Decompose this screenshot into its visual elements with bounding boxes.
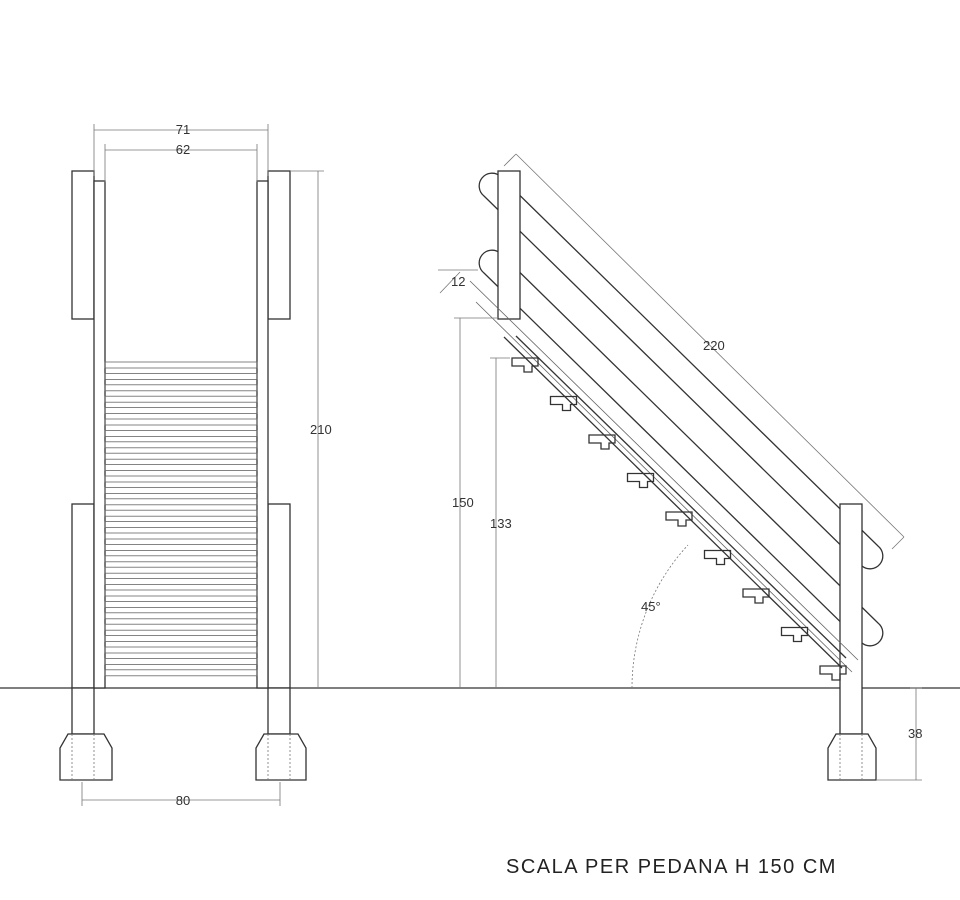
- front-tread: [104, 486, 258, 494]
- dim-angle: 45°: [631, 544, 689, 689]
- front-tread: [104, 464, 258, 472]
- front-handrail-lower-right: [267, 503, 291, 689]
- front-tread: [104, 532, 258, 540]
- front-tread: [104, 452, 258, 460]
- front-tread: [104, 612, 258, 620]
- front-handrail-upper-left: [71, 170, 95, 320]
- dim-inner-width: 62: [104, 142, 258, 182]
- side-step-bracket: [665, 511, 693, 527]
- dim-length-label: 220: [703, 338, 725, 353]
- front-footing-right: [255, 733, 307, 781]
- dim-rail-offset: 12: [438, 269, 478, 294]
- front-tread: [104, 646, 258, 654]
- side-step-bracket: [588, 434, 616, 450]
- front-tread: [104, 578, 258, 585]
- front-view: 71 62 210 80: [59, 122, 332, 808]
- front-treads: [104, 361, 258, 677]
- dim-footing-depth: 38: [876, 687, 922, 781]
- dim-angle-label: 45°: [641, 599, 661, 614]
- dim-platform-height-label: 150: [452, 495, 474, 510]
- front-tread: [104, 498, 258, 506]
- side-step-bracket: [703, 549, 732, 566]
- side-step-brackets: [511, 357, 847, 681]
- dim-base-width: 80: [81, 782, 281, 808]
- front-tread: [104, 544, 258, 551]
- dim-stringer-height: 133: [490, 357, 512, 688]
- front-tread: [104, 509, 258, 517]
- front-post-left: [71, 687, 95, 735]
- dim-platform-height: 150: [452, 317, 498, 688]
- side-post-bottom: [839, 503, 863, 735]
- front-tread: [104, 407, 258, 415]
- side-step-bracket: [819, 665, 847, 681]
- front-tread: [104, 566, 258, 574]
- front-tread: [104, 635, 258, 642]
- front-tread: [104, 623, 258, 631]
- front-tread: [104, 361, 258, 369]
- side-footing: [827, 733, 877, 781]
- side-step-bracket: [626, 472, 655, 489]
- side-step-bracket: [742, 588, 770, 604]
- front-tread: [104, 395, 258, 403]
- front-tread: [104, 555, 258, 563]
- dim-length: 220: [503, 153, 905, 550]
- front-stringer-left: [93, 180, 106, 689]
- side-handrail-lower: [478, 249, 884, 647]
- front-handrail-upper-right: [267, 170, 291, 320]
- front-tread: [104, 601, 258, 608]
- front-tread: [104, 589, 258, 597]
- dim-height-label: 210: [310, 422, 332, 437]
- front-footing-left: [59, 733, 113, 781]
- dim-stringer-height-label: 133: [490, 516, 512, 531]
- front-stringer-right: [256, 180, 269, 689]
- side-step-bracket: [549, 395, 578, 412]
- drawing-caption: SCALA PER PEDANA H 150 CM: [506, 856, 837, 878]
- dim-inner-width-label: 62: [176, 142, 190, 157]
- front-post-right: [267, 687, 291, 735]
- front-tread: [104, 441, 258, 449]
- front-tread: [104, 418, 258, 426]
- dim-rail-offset-label: 12: [451, 274, 465, 289]
- front-handrail-lower-left: [71, 503, 95, 689]
- dim-outer-width-label: 71: [176, 122, 190, 137]
- front-tread: [104, 475, 258, 483]
- front-tread: [104, 521, 258, 528]
- side-stringer: [469, 280, 859, 673]
- dim-base-width-label: 80: [176, 793, 190, 808]
- dim-footing-depth-label: 38: [908, 726, 922, 741]
- front-tread: [104, 372, 258, 380]
- front-tread: [104, 669, 258, 677]
- dim-outer-width: 71: [93, 122, 269, 176]
- front-tread: [104, 384, 258, 392]
- side-step-bracket: [780, 626, 809, 643]
- side-step-bracket: [511, 357, 539, 373]
- side-post-top: [497, 170, 521, 320]
- front-tread: [104, 658, 258, 665]
- dim-height: 210: [290, 170, 332, 688]
- side-view: 220 12 150 133 45° 38: [438, 153, 922, 781]
- front-tread: [104, 429, 258, 437]
